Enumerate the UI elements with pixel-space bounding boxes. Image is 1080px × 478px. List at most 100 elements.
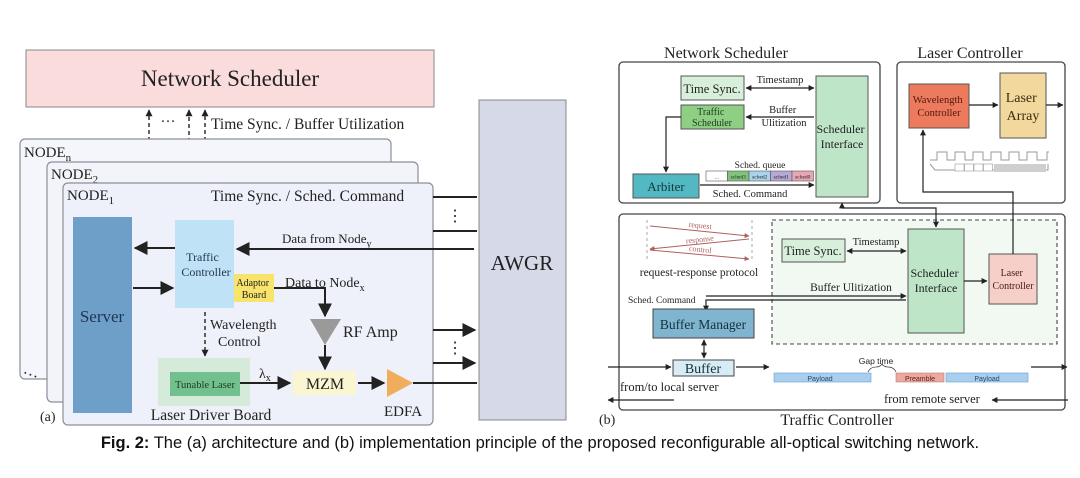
ns-traffic-scheduler-label: Traffic Scheduler — [692, 107, 733, 129]
preamble-label: Preamble — [905, 376, 935, 383]
node-n-label: NODEn — [24, 145, 72, 164]
tc-scheduler-interface — [907, 228, 965, 334]
gap-time-brace — [867, 363, 897, 373]
tc-buffer-manager-label: Buffer Manager — [660, 317, 747, 332]
ns-sched-queue-label: Sched. queue — [735, 161, 786, 171]
node-1-card — [62, 182, 434, 426]
protocol-control-label: control — [689, 244, 713, 255]
ns-time-sync-label: Time Sync. — [683, 82, 740, 96]
caption-text: The (a) architecture and (b) implementat… — [149, 434, 980, 452]
tc-title: Traffic Controller — [780, 412, 894, 429]
adaptor-board-box — [234, 274, 274, 302]
ns-ts-to-arbiter — [663, 116, 681, 173]
protocol-request-arrow — [649, 225, 750, 239]
vdots-bottom: ⋮ — [447, 340, 463, 357]
node-2-label: NODE2 — [51, 167, 98, 186]
lc-pulse-box — [983, 163, 993, 172]
lc-data-bar — [994, 164, 1046, 172]
tc-sched-command-arrow — [703, 299, 906, 312]
ns-sched-command-label: Sched. Command — [713, 189, 788, 200]
payload-1-label: Payload — [807, 376, 832, 383]
tc-scheduler-interface-label: Scheduler Interface — [911, 266, 962, 295]
ns-scheduler-interface-label: Scheduler Interface — [817, 122, 868, 151]
wavelength-control-label: Wavelength Control — [210, 318, 280, 350]
lambda-label: λx — [259, 367, 271, 384]
rf-amp-label: RF Amp — [343, 324, 398, 341]
ns-si-to-tc-si-link — [839, 202, 939, 228]
tc-lc-to-wc-link — [920, 129, 1014, 254]
ns-title: Network Scheduler — [664, 45, 789, 62]
data-from-label: Data from Nodey — [282, 231, 371, 250]
adaptor-board-label: Adaptor Board — [236, 278, 271, 301]
payload-2-label: Payload — [974, 376, 999, 383]
awgr-box — [478, 99, 567, 421]
sched-queue-cell-label: sched1 — [774, 175, 790, 181]
lc-clock-waveform — [930, 151, 1049, 161]
preamble — [895, 372, 945, 383]
tunable-laser-label: Tunable Laser — [175, 380, 235, 391]
ns-buffer-util-label: Buffer Ulitization — [762, 105, 808, 129]
ns-traffic-scheduler — [680, 104, 745, 130]
mzm-box — [293, 371, 356, 395]
tc-buffer-util-label: Buffer Ulitization — [810, 282, 892, 294]
traffic-controller-box — [175, 220, 234, 308]
caption-label: Fig. 2: — [100, 434, 150, 452]
lc-wavelength-controller — [908, 83, 970, 129]
protocol-request-label: request — [688, 220, 713, 231]
gap-time-label: Gap time — [859, 356, 894, 366]
lc-pulse-box — [964, 163, 974, 172]
tc-laser-controller — [988, 253, 1038, 305]
dots-between-links: ··· — [161, 114, 176, 130]
lc-pulse-box — [973, 163, 984, 172]
figure-caption: Fig. 2: The (a) architecture and (b) imp… — [0, 434, 1080, 453]
arrow-adaptor-to-rfamp — [274, 287, 332, 318]
mzm-label: MZM — [306, 376, 344, 393]
lc-laser-array-label: Laser Array — [1006, 91, 1041, 124]
payload-2 — [945, 372, 1029, 383]
lc-wavelength-controller-label: Wavelength Controller — [913, 95, 966, 119]
tc-remote-server-label: from remote server — [884, 392, 981, 406]
network-scheduler-box — [25, 49, 435, 108]
tc-buffer — [672, 359, 735, 377]
tc-buffer-manager — [652, 308, 755, 339]
lc-pulses — [954, 163, 993, 172]
awgr-label: AWGR — [491, 251, 553, 275]
protocol-response-arrow — [649, 238, 750, 252]
ns-arbiter-label: Arbiter — [647, 179, 685, 194]
tc-time-sync-label: Time Sync. — [784, 244, 841, 258]
tc-time-sync — [781, 238, 846, 263]
panel-b: Network Scheduler Time Sync. Timestamp T… — [599, 45, 1068, 429]
ns-scheduler-interface — [815, 75, 869, 198]
ns-timestamp-label: Timestamp — [757, 75, 804, 86]
time-sync-buffer-label: Time Sync. / Buffer Utilization — [211, 116, 405, 133]
ns-arbiter — [632, 173, 700, 199]
rf-amp-triangle — [310, 319, 341, 345]
tc-sched-command-label: Sched. Command — [628, 296, 696, 306]
protocol-control-arrow — [649, 249, 750, 262]
ellipsis-nodes: … — [21, 360, 42, 381]
edfa-label: EDFA — [384, 404, 422, 420]
payload-1 — [773, 372, 872, 383]
vdots-top: ⋮ — [447, 208, 463, 225]
sched-queue-cell-label: sched2 — [752, 175, 768, 181]
laser-driver-board-label: Laser Driver Board — [151, 407, 272, 424]
panel-a: Network Scheduler ··· Time Sync. / Buffe… — [19, 49, 567, 426]
tc-buffer-label: Buffer — [685, 362, 722, 377]
server-label: Server — [80, 307, 125, 326]
tc-laser-controller-label: Laser Controller — [992, 268, 1034, 292]
ns-time-sync — [680, 75, 745, 101]
sched-queue-cell — [791, 170, 814, 182]
network-scheduler-label: Network Scheduler — [141, 66, 320, 91]
tc-local-server-label: from/to local server — [620, 380, 719, 394]
edfa-triangle — [387, 369, 413, 397]
protocol-response-label: response — [685, 234, 714, 246]
lc-title: Laser Controller — [917, 45, 1023, 62]
protocol-caption: request-response protocol — [640, 267, 758, 279]
server-box — [73, 217, 132, 413]
node-1-label: NODE1 — [67, 188, 114, 207]
traffic-controller-label: Traffic Controller — [181, 250, 230, 279]
sched-queue-cell-label: sched0 — [795, 175, 811, 181]
panel-b-label: (b) — [599, 413, 616, 428]
